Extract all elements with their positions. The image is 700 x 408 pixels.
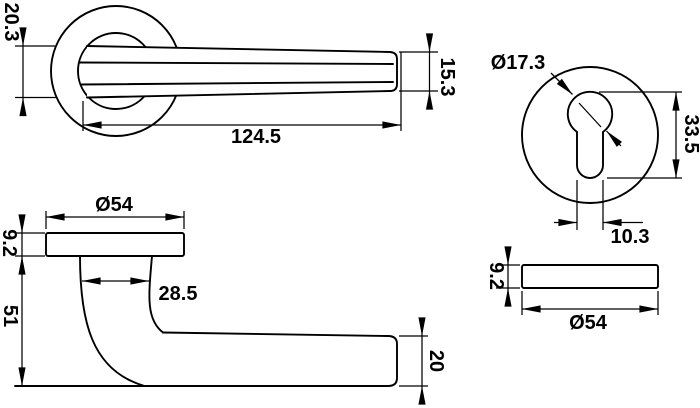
lever-bar-face-top-line [78, 61, 394, 65]
cylinder-rose-side-rect [521, 264, 659, 289]
dim-grip-height [399, 317, 428, 405]
lever-bar-outline [86, 45, 398, 99]
dim-text-cylinder-rose-thickness: 9.2 [485, 262, 507, 290]
dim-text-end-height: 15.3 [436, 58, 458, 97]
cylinder-rose-front-view: Ø17.3 33.5 10.3 [491, 52, 700, 248]
dim-hole-height [599, 91, 682, 179]
dim-text-lever-length: 124.5 [231, 126, 281, 148]
dim-text-hole-diameter: Ø17.3 [491, 52, 545, 74]
leader-line [550, 72, 573, 95]
dim-text-hole-width: 10.3 [611, 226, 650, 248]
arrow-line [606, 130, 623, 147]
lever-bar-fill [87, 46, 397, 98]
neck-right-curve [148, 255, 164, 334]
dim-cylinder-rose-thickness [496, 246, 520, 307]
dim-text-grip-height: 20 [425, 350, 447, 372]
rose-side-rect [45, 232, 185, 257]
dim-text-rose-thickness: 9.2 [0, 229, 20, 257]
dim-text-projection: 51 [0, 305, 21, 327]
dim-text-hole-height: 33.5 [680, 115, 700, 154]
dim-rose-diameter [45, 211, 185, 229]
lever-bar-face-bottom-line [79, 81, 394, 86]
dim-cylinder-rose-diameter [521, 291, 659, 315]
dim-text-cylinder-rose-diameter: Ø54 [569, 312, 608, 334]
cylinder-rose-circle [521, 66, 659, 204]
lever-side-view: Ø54 9.2 51 28.5 20 [0, 194, 447, 405]
dim-rose-height [15, 27, 56, 117]
cylinder-rose-side-view: 9.2 Ø54 [485, 246, 659, 334]
dim-text-neck-offset: 28.5 [159, 283, 198, 305]
dim-end-height [399, 33, 438, 110]
dim-lever-length [82, 52, 402, 131]
grip-top-and-cap [162, 331, 398, 387]
dim-text-rose-height: 20.3 [0, 3, 22, 42]
euro-profile-keyhole [566, 90, 614, 179]
lever-front-view: 20.3 15.3 124.5 [0, 3, 458, 148]
dim-hole-diameter [550, 72, 623, 147]
neck-left-curve [79, 255, 144, 387]
dim-hole-width [554, 180, 643, 230]
dim-rose-thickness [15, 214, 45, 257]
diameter-line [578, 102, 602, 128]
dim-text-rose-diameter: Ø54 [95, 194, 134, 216]
